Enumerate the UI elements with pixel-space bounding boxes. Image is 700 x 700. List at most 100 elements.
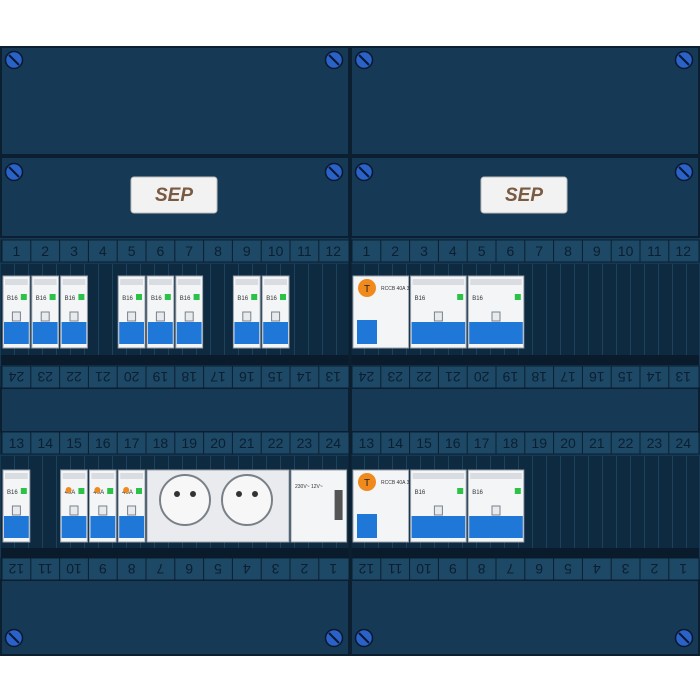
slot-number: 8 bbox=[564, 243, 572, 259]
mcb-breaker[interactable]: B16 bbox=[31, 275, 60, 349]
mcb-breaker[interactable]: B16 bbox=[2, 275, 31, 349]
rcd-toggle[interactable] bbox=[357, 320, 377, 344]
mcb-breaker[interactable]: B16 bbox=[2, 469, 31, 543]
rcd-toggle[interactable] bbox=[357, 514, 377, 538]
mcb-breaker-handle[interactable] bbox=[11, 505, 21, 516]
mcb-breaker-rating: B16 bbox=[237, 296, 248, 302]
mcb-breaker-toggle[interactable] bbox=[61, 322, 87, 344]
slot-number: 12 bbox=[325, 243, 341, 259]
rcbo-breaker[interactable]: B16 bbox=[410, 275, 467, 349]
mcb-breaker-handle[interactable] bbox=[127, 311, 137, 322]
mcb-breaker[interactable]: B16 bbox=[117, 275, 146, 349]
socket-outlet[interactable] bbox=[146, 469, 290, 543]
slot-number: 8 bbox=[477, 561, 485, 577]
rcbo-test-button[interactable] bbox=[65, 487, 72, 493]
rcbo-breaker[interactable]: B16 bbox=[467, 469, 525, 543]
rcbo-breaker-handle[interactable] bbox=[433, 311, 443, 322]
mcb-breaker-toggle[interactable] bbox=[4, 322, 29, 344]
slot-number: 6 bbox=[157, 243, 165, 259]
mcb-breaker-handle[interactable] bbox=[40, 311, 50, 322]
rcbo-breaker[interactable]: 40A bbox=[88, 469, 117, 543]
mcb-breaker-toggle[interactable] bbox=[176, 322, 202, 344]
rcbo-breaker-toggle[interactable] bbox=[90, 516, 116, 538]
slot-number: 20 bbox=[124, 369, 140, 385]
rcbo-breaker-toggle[interactable] bbox=[469, 516, 523, 538]
rcd-test-button[interactable] bbox=[358, 279, 376, 297]
slot-number: 2 bbox=[41, 243, 49, 259]
screw-slot bbox=[328, 54, 340, 66]
mcb-breaker-toggle[interactable] bbox=[148, 322, 173, 344]
mcb-breaker-status-indicator bbox=[20, 488, 27, 494]
mcb-breaker-toggle[interactable] bbox=[234, 322, 260, 344]
mcb-breaker[interactable]: B16 bbox=[232, 275, 261, 349]
socket-pin-hole bbox=[174, 491, 180, 497]
rcd-test-button[interactable] bbox=[358, 473, 376, 491]
mcb-breaker-handle[interactable] bbox=[184, 311, 194, 322]
mcb-breaker[interactable]: B16 bbox=[60, 275, 88, 349]
mcb-breaker-handle[interactable] bbox=[271, 311, 281, 322]
rcbo-test-button[interactable] bbox=[123, 487, 130, 493]
sep-logo-left: SEP bbox=[130, 176, 218, 214]
slot-number: 17 bbox=[124, 435, 140, 451]
rcbo-test-button[interactable] bbox=[94, 487, 101, 493]
rcbo-breaker-toggle[interactable] bbox=[411, 322, 466, 344]
slot-number: 15 bbox=[416, 435, 432, 451]
slot-number: 10 bbox=[268, 243, 284, 259]
mcb-breaker[interactable]: B16 bbox=[261, 275, 290, 349]
sep-logo-left-text: SEP bbox=[155, 185, 193, 206]
rcbo-breaker[interactable]: 40A bbox=[60, 469, 88, 543]
mcb-breaker-handle[interactable] bbox=[242, 311, 252, 322]
rcbo-breaker[interactable]: B16 bbox=[410, 469, 467, 543]
rcbo-breaker-handle[interactable] bbox=[127, 505, 137, 516]
rcbo-breaker-handle[interactable] bbox=[69, 505, 79, 516]
rcbo-breaker-toggle[interactable] bbox=[469, 322, 523, 344]
mcb-breaker-rating: B16 bbox=[151, 296, 162, 302]
transformer-terminal bbox=[334, 490, 343, 520]
slot-number: 9 bbox=[99, 561, 107, 577]
rcbo-breaker-handle[interactable] bbox=[98, 505, 108, 516]
slot-number: 13 bbox=[9, 435, 25, 451]
screw-icon bbox=[674, 50, 694, 70]
screw-slot bbox=[358, 632, 370, 644]
screw-icon bbox=[4, 50, 24, 70]
mcb-breaker-handle[interactable] bbox=[155, 311, 165, 322]
mcb-breaker-rating: B16 bbox=[7, 490, 18, 496]
rcbo-breaker-status-indicator bbox=[78, 488, 85, 494]
rcbo-breaker[interactable]: B16 bbox=[467, 275, 525, 349]
rcbo-breaker-status-indicator bbox=[107, 488, 114, 494]
rcbo-breaker-toggle[interactable] bbox=[61, 516, 87, 538]
rcbo-breaker[interactable]: 40A bbox=[117, 469, 146, 543]
socket-face bbox=[221, 474, 273, 526]
mcb-breaker-rating: B16 bbox=[36, 296, 47, 302]
rcbo-breaker-toggle[interactable] bbox=[411, 516, 466, 538]
slot-number: 8 bbox=[127, 561, 135, 577]
rcbo-breaker-handle[interactable] bbox=[433, 505, 443, 516]
mcb-breaker-handle[interactable] bbox=[69, 311, 79, 322]
screw-icon bbox=[674, 628, 694, 648]
mcb-breaker-handle[interactable] bbox=[11, 311, 21, 322]
slot-number: 14 bbox=[387, 435, 403, 451]
sep-logo-right: SEP bbox=[480, 176, 568, 214]
socket-pin-hole bbox=[252, 491, 258, 497]
mcb-breaker-toggle[interactable] bbox=[119, 322, 144, 344]
mcb-breaker-toggle[interactable] bbox=[32, 322, 58, 344]
mcb-breaker[interactable]: B16 bbox=[146, 275, 175, 349]
rcbo-breaker-toggle[interactable] bbox=[119, 516, 144, 538]
mcb-breaker-toggle[interactable] bbox=[263, 322, 288, 344]
slot-number: 16 bbox=[589, 369, 605, 385]
slot-number: 5 bbox=[478, 243, 486, 259]
rcd-label: RCCB 40A 30mA bbox=[381, 286, 420, 292]
rcbo-breaker-handle[interactable] bbox=[491, 311, 501, 322]
mcb-breaker[interactable]: B16 bbox=[175, 275, 204, 349]
slot-number: 18 bbox=[153, 435, 169, 451]
slot-number: 20 bbox=[210, 435, 226, 451]
mcb-breaker-rating: B16 bbox=[7, 296, 18, 302]
mcb-breaker-rating: B16 bbox=[122, 296, 133, 302]
screw-icon bbox=[324, 162, 344, 182]
mcb-breaker-toggle[interactable] bbox=[4, 516, 29, 538]
rcbo-breaker-handle[interactable] bbox=[491, 505, 501, 516]
